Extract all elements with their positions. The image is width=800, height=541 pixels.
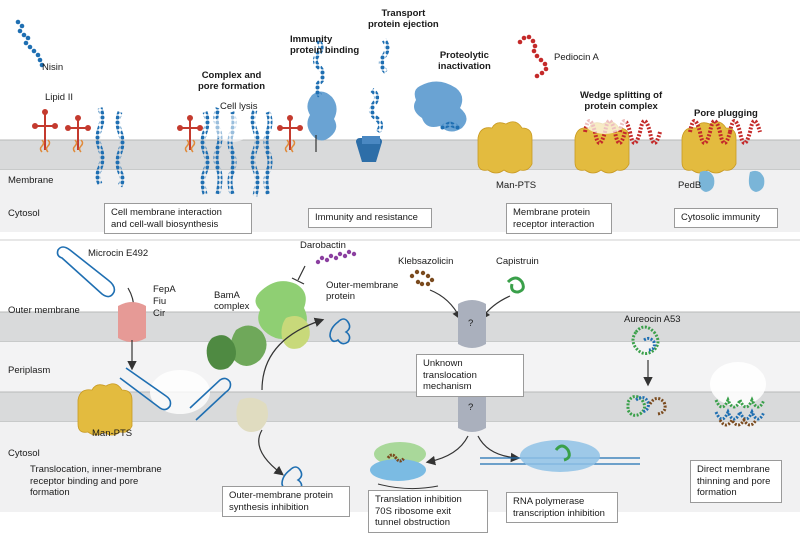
klebsazolicin-label: Klebsazolicin bbox=[398, 256, 454, 267]
darobactin-inhibit bbox=[297, 265, 306, 281]
omp-label: Outer-membrane protein bbox=[326, 280, 399, 302]
outer-membrane-label: Outer membrane bbox=[8, 305, 80, 316]
top-membrane-label: Membrane bbox=[8, 175, 54, 186]
question-inner: ? bbox=[468, 402, 474, 413]
box-direct: Direct membrane thinning and pore format… bbox=[690, 460, 782, 503]
immunity-protein bbox=[307, 38, 337, 152]
wedge-label: Wedge splitting of protein complex bbox=[580, 90, 663, 112]
transport-ejection-label: Transport protein ejection bbox=[368, 8, 439, 30]
translocation-arrow-left bbox=[425, 435, 469, 466]
pedb-protein bbox=[698, 170, 765, 192]
klebsazolicin-peptide bbox=[409, 269, 435, 287]
aureocin-peptide bbox=[631, 325, 660, 355]
translocator-outer bbox=[458, 300, 486, 348]
box-omp-inhibition: Outer-membrane protein synthesis inhibit… bbox=[222, 486, 350, 517]
periplasm-label: Periplasm bbox=[8, 365, 51, 376]
lipid-ii-molecules bbox=[32, 109, 303, 153]
pedb-label: PedB bbox=[678, 180, 702, 191]
omp-fold bbox=[329, 318, 351, 345]
box-unknown: Unknown translocation mechanism bbox=[416, 354, 524, 397]
nisin-peptide bbox=[15, 19, 45, 68]
man-pts-bottom bbox=[77, 367, 232, 436]
nisin-pore-strands bbox=[95, 107, 273, 197]
transport-protein bbox=[356, 38, 390, 162]
inhibition-bar bbox=[291, 277, 305, 285]
box-translation: Translation inhibition 70S ribosome exit… bbox=[368, 490, 488, 533]
box-immunity: Immunity and resistance bbox=[308, 208, 432, 228]
box-rna: RNA polymerase transcription inhibition bbox=[506, 492, 618, 523]
bama-periplasm bbox=[236, 397, 268, 432]
top-cytosol-label: Cytosol bbox=[8, 208, 40, 219]
darobactin-peptide bbox=[315, 249, 357, 265]
aureocin-label: Aureocin A53 bbox=[624, 314, 681, 325]
question-outer: ? bbox=[468, 318, 474, 329]
cell-lysis-pore bbox=[212, 114, 252, 142]
capistruin-label: Capistruin bbox=[496, 256, 539, 267]
split-complex-halo bbox=[583, 106, 627, 134]
darobactin-label: Darobactin bbox=[300, 240, 346, 251]
lipid-ii-label: Lipid II bbox=[45, 92, 73, 103]
omp-path-upper bbox=[261, 317, 325, 391]
box-translocation: Translocation, inner-membrane receptor b… bbox=[30, 464, 162, 498]
capistruin-peptide bbox=[506, 276, 525, 294]
bama-label: BamA complex bbox=[214, 290, 250, 312]
box-cytosolic: Cytosolic immunity bbox=[674, 208, 778, 228]
pediocin-label: Pediocin A bbox=[554, 52, 599, 63]
microcin-label: Microcin E492 bbox=[88, 248, 149, 259]
pore-plugging-label: Pore plugging bbox=[694, 108, 758, 119]
aureocin-membrane-pore bbox=[626, 362, 766, 427]
nisin-label: Nisin bbox=[42, 62, 64, 73]
pediocin-peptide bbox=[517, 34, 549, 79]
box-receptor: Membrane protein receptor interaction bbox=[506, 203, 612, 234]
box-cell-membrane: Cell membrane interaction and cell-wall … bbox=[104, 203, 252, 234]
fepa-receptor bbox=[118, 302, 146, 342]
man-pts-top-label: Man-PTS bbox=[496, 180, 537, 191]
rna-polymerase bbox=[480, 440, 640, 472]
bottom-cytosol-label: Cytosol bbox=[8, 448, 40, 459]
microcin-hairpin bbox=[56, 246, 116, 298]
ribosome bbox=[370, 442, 439, 490]
immunity-binding-label: Immunity protein binding bbox=[290, 34, 360, 56]
proteolytic-enzyme bbox=[414, 81, 467, 132]
omp-path-lower bbox=[258, 429, 284, 476]
cell-lysis-label: Cell lysis bbox=[220, 101, 258, 112]
complex-pore-label: Complex and pore formation bbox=[198, 70, 266, 92]
proteolytic-label: Proteolytic inactivation bbox=[438, 50, 491, 72]
man-pts-bottom-label: Man-PTS bbox=[92, 428, 133, 439]
fepa-label: FepA Fiu Cir bbox=[153, 284, 176, 319]
